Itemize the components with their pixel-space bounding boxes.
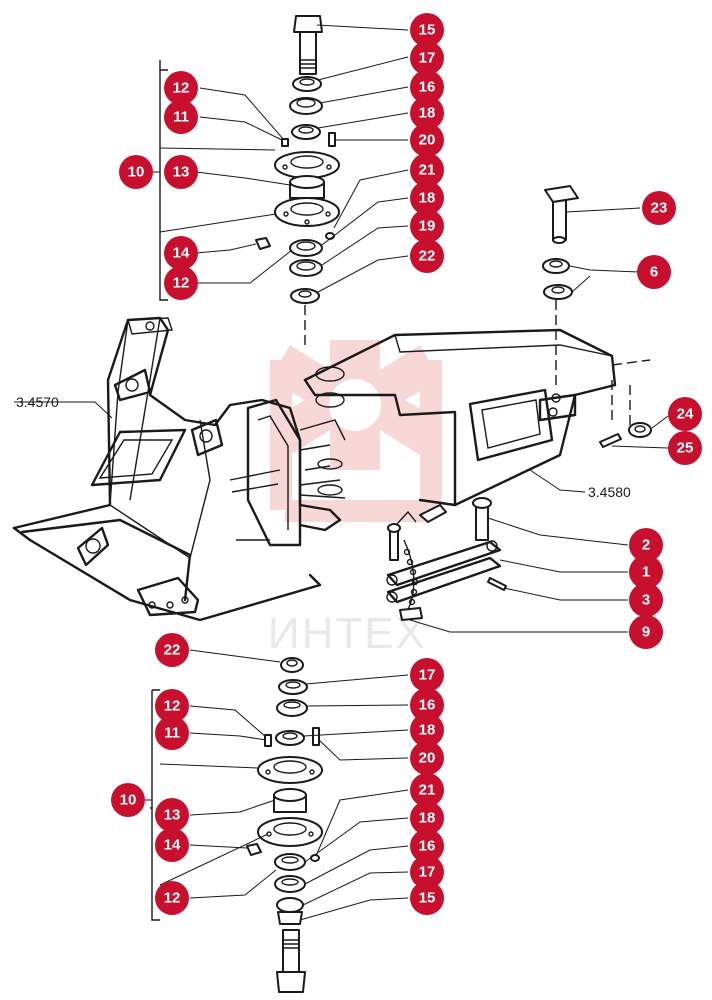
callout-14-bottom: 14	[155, 828, 189, 862]
callout-12-top-a: 12	[164, 71, 198, 105]
svg-text:16: 16	[419, 697, 436, 714]
callout-19-top: 19	[410, 209, 444, 243]
svg-text:12: 12	[164, 890, 181, 907]
svg-text:3: 3	[642, 592, 650, 609]
svg-text:21: 21	[419, 162, 436, 179]
callout-16-bottom-a: 16	[410, 688, 444, 722]
svg-text:16: 16	[419, 838, 436, 855]
callout-2: 2	[629, 528, 663, 562]
svg-text:25: 25	[677, 440, 694, 457]
svg-text:14: 14	[173, 245, 190, 262]
callout-16-bottom-b: 16	[410, 829, 444, 863]
svg-text:19: 19	[419, 218, 436, 235]
svg-text:22: 22	[164, 642, 181, 659]
callout-11-bottom: 11	[155, 716, 189, 750]
callout-13-bottom: 13	[155, 798, 189, 832]
callout-18-top-a: 18	[410, 96, 444, 130]
svg-text:21: 21	[419, 782, 436, 799]
svg-text:9: 9	[642, 624, 650, 641]
callout-18-top-b: 18	[410, 181, 444, 215]
callout-21-top: 21	[410, 153, 444, 187]
callout-25: 25	[668, 431, 702, 465]
svg-text:12: 12	[164, 698, 181, 715]
svg-text:17: 17	[419, 50, 436, 67]
callout-22-top: 22	[410, 239, 444, 273]
linkage-drawing	[386, 497, 507, 621]
callout-22-bottom: 22	[155, 633, 189, 667]
svg-text:22: 22	[419, 248, 436, 265]
ref-rear-frame: 3.4580	[588, 484, 631, 500]
svg-text:13: 13	[164, 807, 181, 824]
callout-17-bottom-b: 17	[410, 855, 444, 889]
callout-15-top: 15	[410, 13, 444, 47]
callout-20-bottom: 20	[410, 741, 444, 775]
lower-bearing-stack	[246, 657, 323, 993]
callout-17-bottom-a: 17	[410, 658, 444, 692]
svg-text:10: 10	[128, 164, 145, 181]
rear-frame-drawing	[298, 328, 651, 532]
svg-text:17: 17	[419, 864, 436, 881]
svg-text:15: 15	[419, 890, 436, 907]
callout-21-bottom: 21	[410, 773, 444, 807]
callout-16-top: 16	[410, 70, 444, 104]
svg-text:18: 18	[419, 190, 436, 207]
callout-12-bottom-b: 12	[155, 881, 189, 915]
callout-15-bottom: 15	[410, 881, 444, 915]
callout-6: 6	[637, 255, 671, 289]
svg-text:11: 11	[164, 725, 180, 742]
callout-18-bottom-b: 18	[410, 801, 444, 835]
callout-10-bottom: 10	[111, 783, 145, 817]
callout-17-top: 17	[410, 41, 444, 75]
upper-bearing-stack	[255, 15, 340, 350]
pin-assembly-drawing	[542, 185, 652, 448]
svg-text:20: 20	[419, 750, 436, 767]
callout-3: 3	[629, 583, 663, 617]
svg-text:16: 16	[419, 79, 436, 96]
callout-10-top: 10	[119, 155, 153, 189]
svg-text:12: 12	[173, 80, 190, 97]
chain-links	[403, 548, 419, 606]
svg-text:18: 18	[419, 810, 436, 827]
front-frame-drawing	[12, 316, 322, 622]
svg-text:10: 10	[120, 792, 137, 809]
svg-text:20: 20	[419, 132, 436, 149]
callout-13-top: 13	[164, 155, 198, 189]
callout-12-bottom-a: 12	[155, 689, 189, 723]
callout-20-top: 20	[410, 123, 444, 157]
svg-text:18: 18	[419, 722, 436, 739]
svg-text:24: 24	[677, 406, 694, 423]
svg-text:23: 23	[651, 200, 668, 217]
callout-1: 1	[629, 555, 663, 589]
svg-text:12: 12	[173, 275, 190, 292]
watermark: ИНТЕХ	[268, 340, 442, 658]
watermark-text: ИНТЕХ	[268, 609, 427, 658]
callout-12-top-b: 12	[164, 266, 198, 300]
callout-18-bottom-a: 18	[410, 713, 444, 747]
svg-text:17: 17	[419, 667, 436, 684]
group-brackets	[150, 60, 168, 921]
callout-24: 24	[668, 397, 702, 431]
watermark-gear-logo	[270, 340, 442, 522]
svg-text:14: 14	[164, 837, 181, 854]
svg-text:15: 15	[419, 22, 436, 39]
leader-lines	[14, 24, 669, 921]
svg-text:2: 2	[642, 537, 650, 554]
callout-23: 23	[642, 191, 676, 225]
svg-text:13: 13	[173, 164, 190, 181]
svg-text:6: 6	[650, 264, 658, 281]
svg-text:1: 1	[642, 564, 650, 581]
callout-14-top: 14	[164, 236, 198, 270]
ref-front-frame: 3.4570	[16, 394, 59, 410]
svg-text:11: 11	[173, 109, 189, 126]
callout-9: 9	[629, 615, 663, 649]
callout-11-top: 11	[164, 100, 198, 134]
svg-text:18: 18	[419, 105, 436, 122]
